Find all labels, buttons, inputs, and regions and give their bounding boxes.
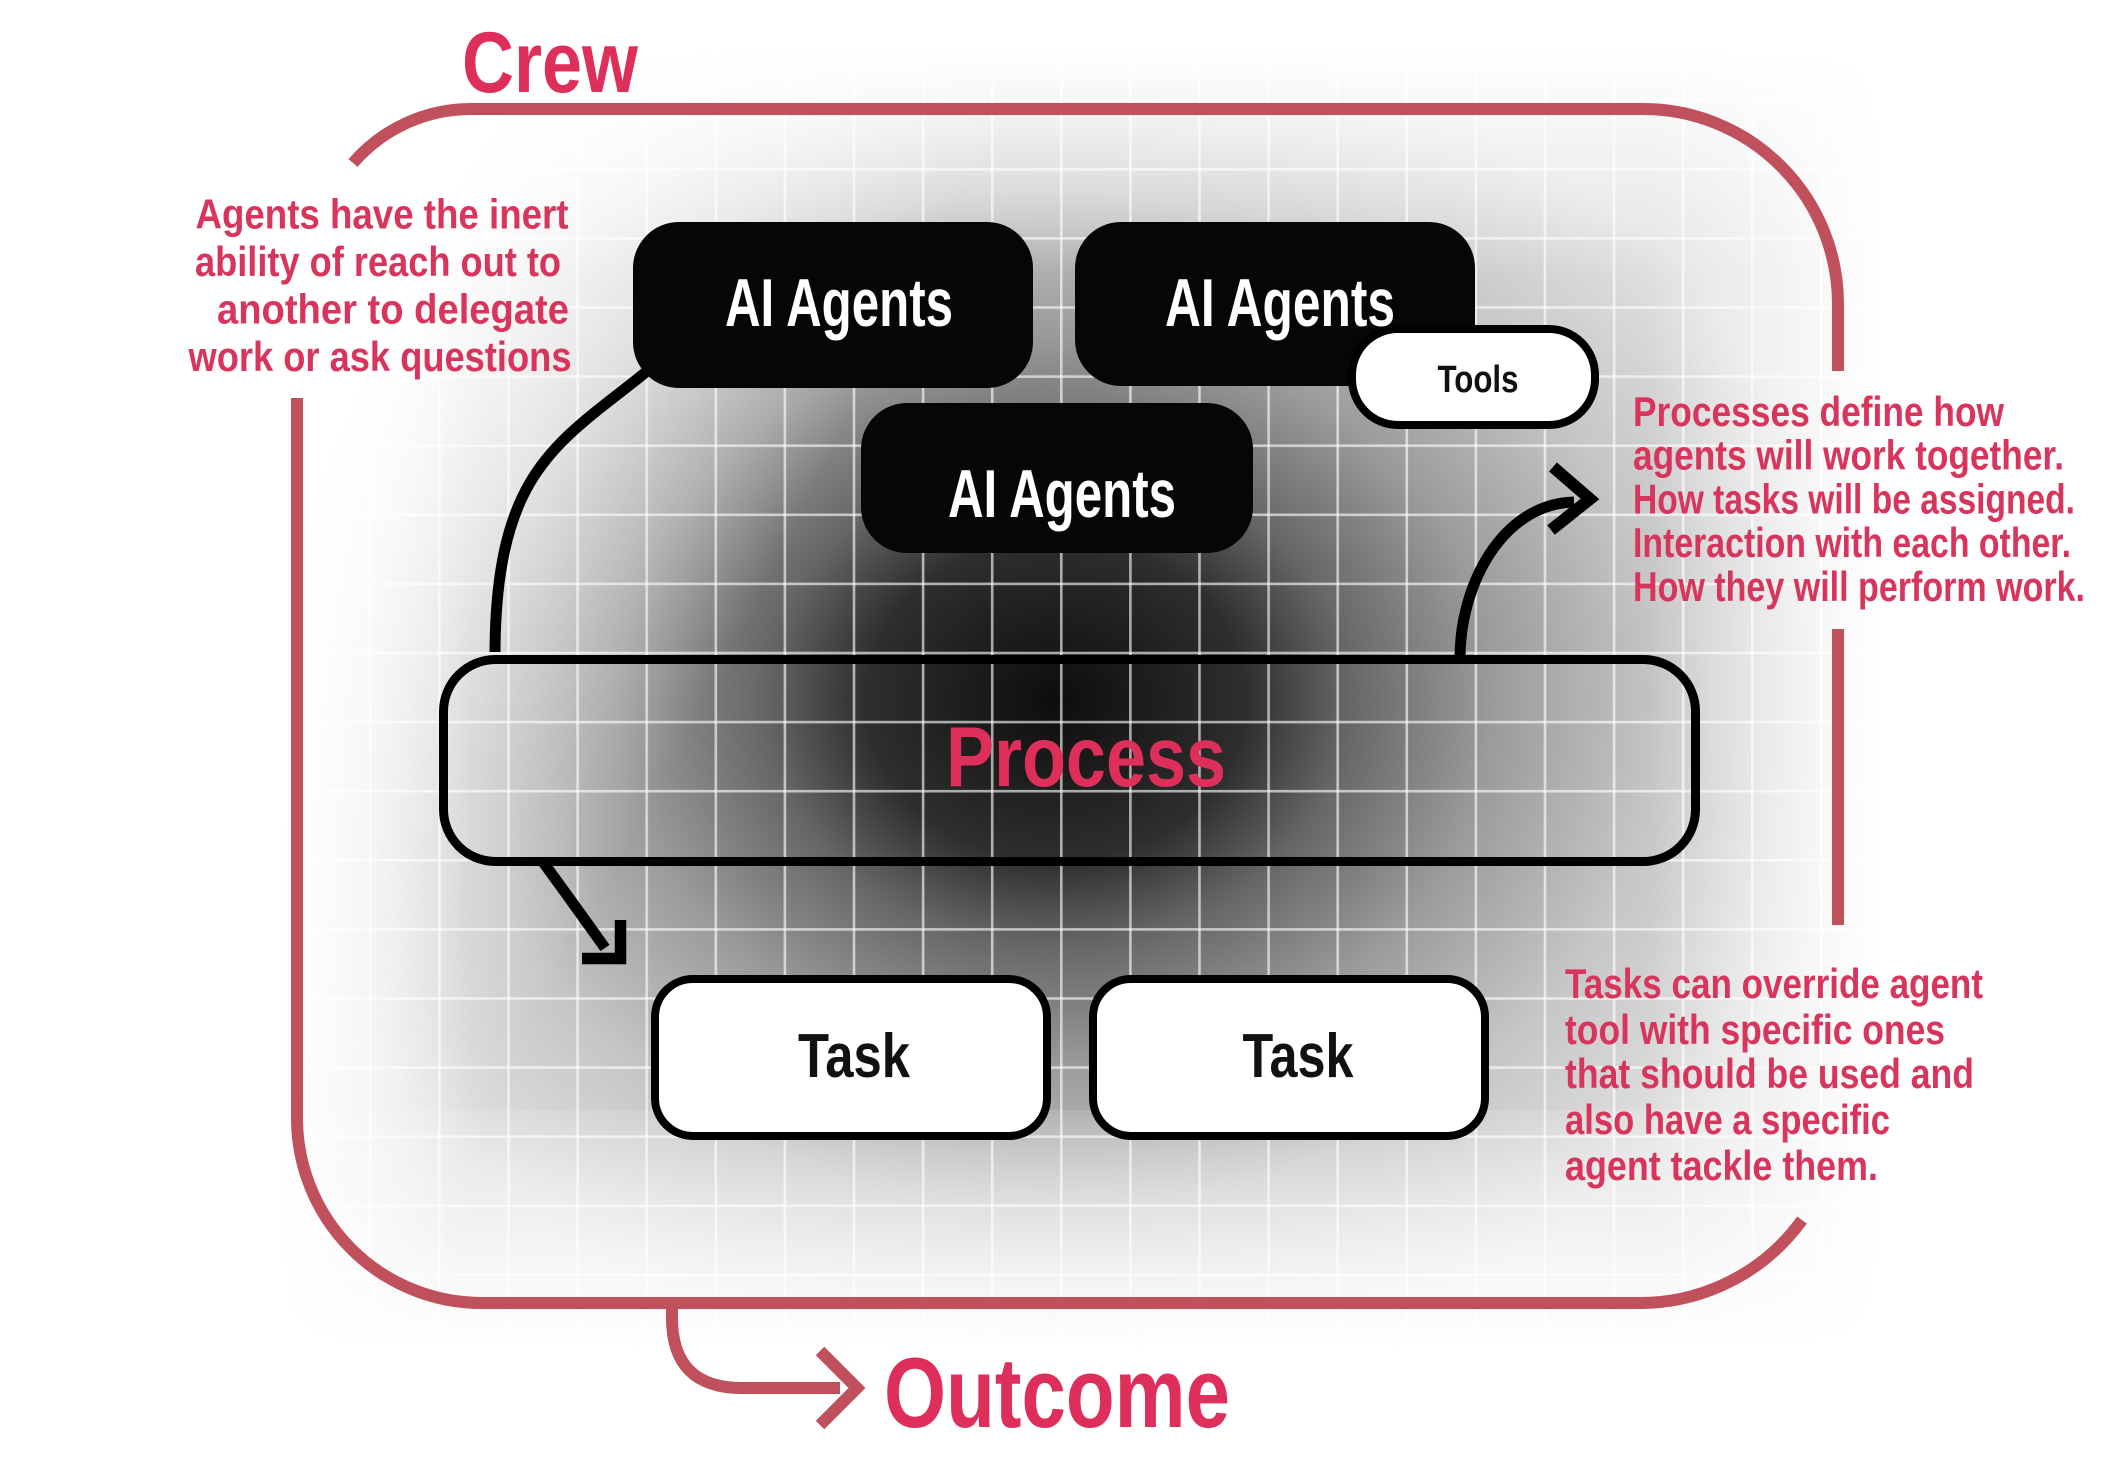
svg-text:tool with specific ones: tool with specific ones	[1565, 1006, 1945, 1053]
svg-text:Outcome: Outcome	[884, 1337, 1230, 1448]
svg-text:AI Agents: AI Agents	[725, 265, 953, 341]
svg-text:another to delegate: another to delegate	[217, 286, 569, 333]
svg-text:Agents have the inert: Agents have the inert	[196, 191, 569, 238]
svg-text:also have a specific: also have a specific	[1565, 1096, 1890, 1143]
svg-text:that should be used and: that should be used and	[1565, 1050, 1974, 1097]
svg-text:Task: Task	[1243, 1022, 1354, 1091]
svg-text:Crew: Crew	[462, 15, 639, 111]
svg-text:Task: Task	[798, 1022, 910, 1091]
svg-text:ability of reach out to: ability of reach out to	[195, 238, 561, 285]
svg-text:work or ask questions: work or ask questions	[188, 333, 572, 380]
svg-text:Processes define how: Processes define how	[1633, 388, 2004, 435]
svg-text:AI Agents: AI Agents	[1165, 265, 1395, 341]
svg-text:How they will perform work.: How they will perform work.	[1633, 563, 2085, 610]
svg-text:AI Agents: AI Agents	[948, 456, 1176, 532]
svg-text:Tasks can override agent: Tasks can override agent	[1565, 960, 1983, 1007]
svg-text:agent tackle them.: agent tackle them.	[1565, 1142, 1878, 1189]
svg-text:Tools: Tools	[1438, 359, 1519, 401]
svg-text:agents will work together.: agents will work together.	[1633, 432, 2064, 479]
svg-text:Interaction with each other.: Interaction with each other.	[1633, 519, 2071, 566]
svg-text:How tasks will be assigned.: How tasks will be assigned.	[1633, 476, 2075, 523]
svg-text:Process: Process	[946, 710, 1226, 805]
